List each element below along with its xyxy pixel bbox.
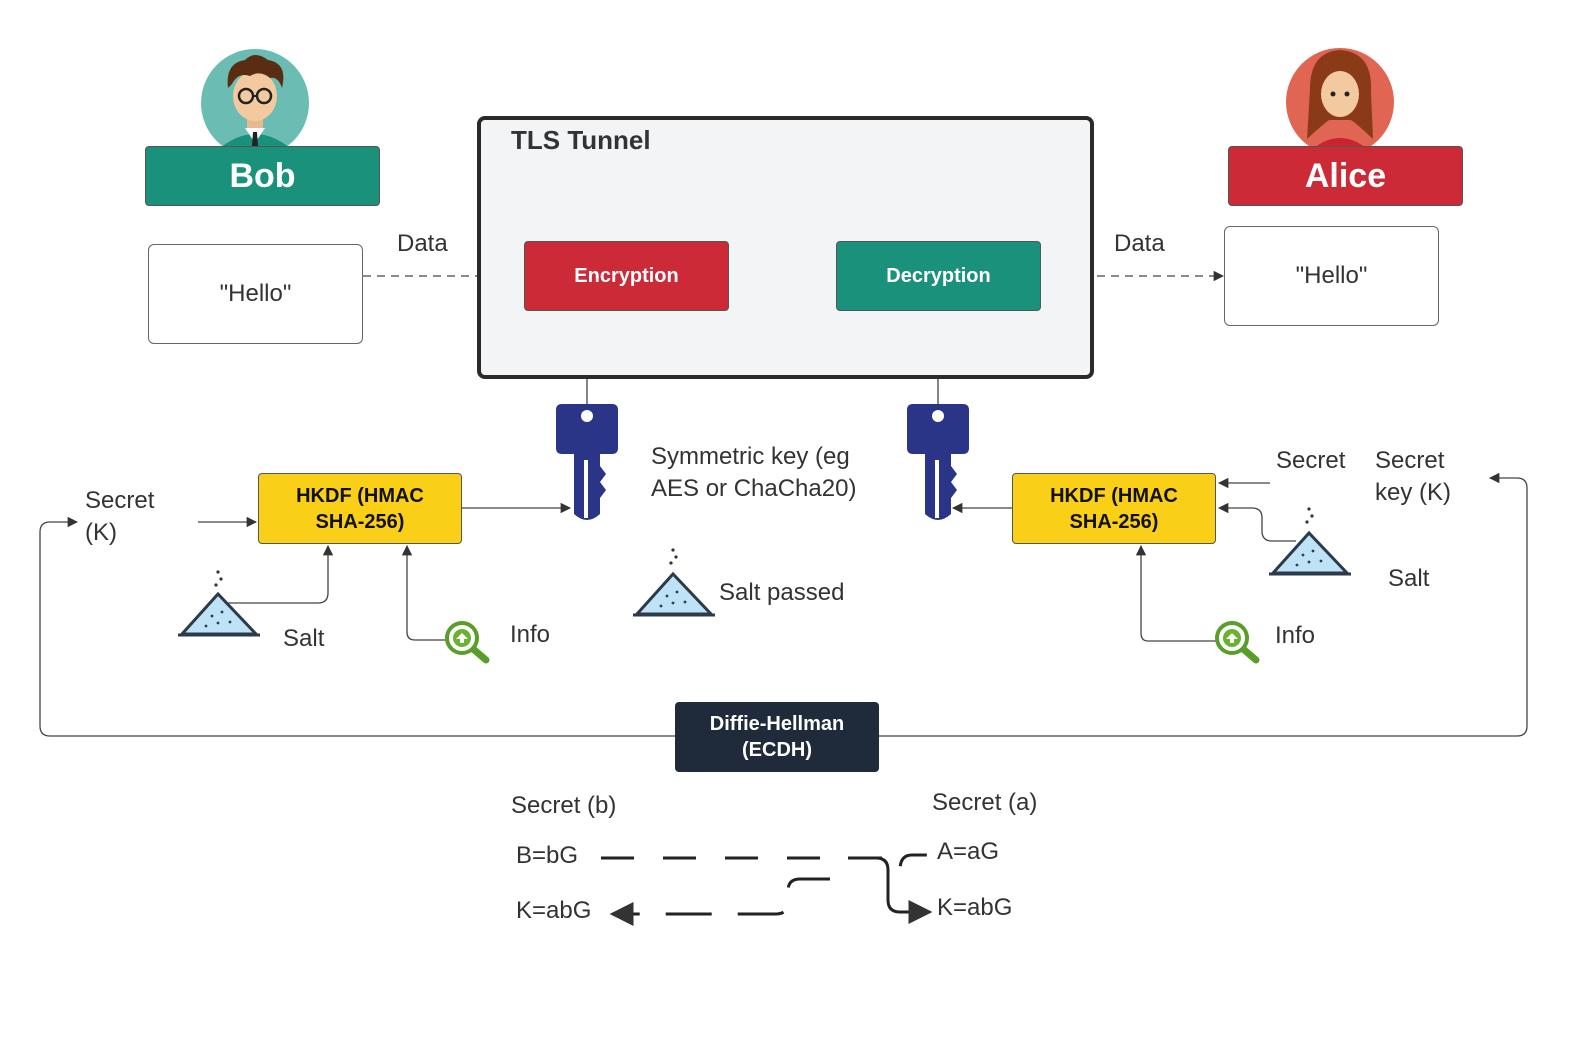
k-right-label: K=abG — [937, 894, 1013, 921]
b-public-label: B=bG — [516, 842, 579, 869]
key-icon — [556, 404, 618, 524]
left-salt-label: Salt — [283, 625, 325, 652]
bob-avatar-icon — [200, 48, 310, 157]
right-hkdf-box: HKDF (HMAC SHA-256) — [1012, 473, 1216, 544]
alice-message-box: "Hello" — [1224, 226, 1439, 326]
left-hkdf-box: HKDF (HMAC SHA-256) — [258, 473, 462, 544]
secret-a-label: Secret (a) — [932, 789, 1038, 816]
k-left-label: K=abG — [516, 897, 592, 924]
info-icon — [444, 620, 492, 664]
alice-name: Alice — [1304, 156, 1387, 195]
bob-message-box: "Hello" — [148, 244, 363, 344]
right-hkdf-label-line1: HKDF (HMAC — [1050, 484, 1178, 507]
salt-passed-label: Salt passed — [719, 579, 845, 606]
left-info-label: Info — [510, 621, 551, 648]
salt-icon — [1269, 505, 1351, 577]
right-secret-key-label-line2: key (K) — [1375, 479, 1452, 506]
right-salt-label: Salt — [1388, 565, 1430, 592]
info-icon — [1214, 620, 1262, 664]
decryption-box: Decryption — [836, 241, 1041, 311]
alice-message: "Hello" — [1295, 262, 1368, 289]
data-label-left: Data — [397, 230, 448, 257]
secret-b-label: Secret (b) — [511, 792, 617, 819]
bob-name-box: Bob — [145, 146, 380, 206]
bob-name: Bob — [229, 156, 296, 195]
decryption-label: Decryption — [886, 264, 991, 287]
alice-name-box: Alice — [1228, 146, 1463, 206]
right-secret-label: Secret — [1276, 447, 1346, 474]
data-label-right: Data — [1114, 230, 1165, 257]
key-icon — [907, 404, 969, 524]
symmetric-key-note-line2: AES or ChaCha20) — [651, 475, 857, 502]
dh-label-line2: (ECDH) — [742, 739, 812, 761]
left-secret-label-line2: (K) — [85, 519, 117, 546]
diffie-hellman-box: Diffie-Hellman (ECDH) — [675, 702, 879, 772]
right-secret-key-label-line1: Secret — [1375, 447, 1445, 474]
tls-tunnel-title: TLS Tunnel — [511, 125, 651, 155]
encryption-box: Encryption — [524, 241, 729, 311]
salt-icon — [633, 546, 715, 618]
a-public-label: A=aG — [937, 838, 1000, 865]
right-info-label: Info — [1275, 622, 1316, 649]
dh-label-line1: Diffie-Hellman — [709, 713, 845, 735]
alice-avatar-icon — [1285, 44, 1395, 156]
left-hkdf-label-line2: SHA-256) — [315, 510, 405, 533]
right-hkdf-label-line2: SHA-256) — [1069, 510, 1159, 533]
salt-icon — [178, 568, 260, 638]
symmetric-key-note-line1: Symmetric key (eg — [651, 443, 850, 470]
left-hkdf-label-line1: HKDF (HMAC — [296, 484, 424, 507]
bob-message: "Hello" — [219, 280, 292, 307]
left-secret-label-line1: Secret — [85, 487, 155, 514]
encryption-label: Encryption — [574, 264, 679, 287]
